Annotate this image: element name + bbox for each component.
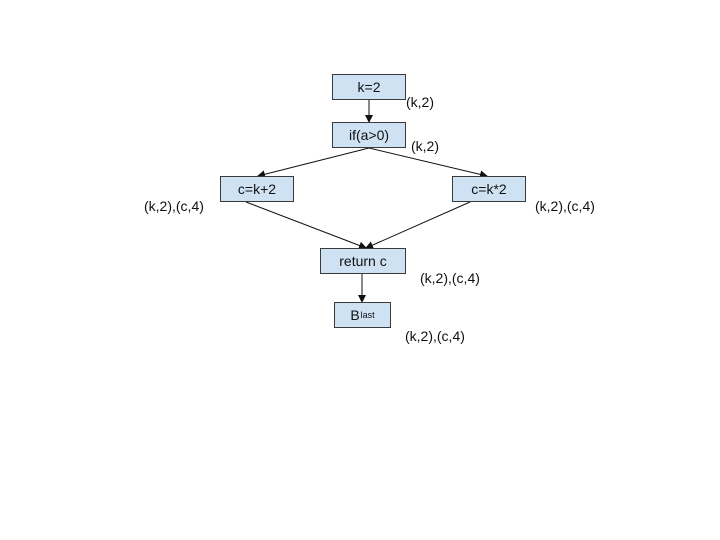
b-last-base: B bbox=[350, 307, 360, 323]
annotation-after-c-times: (k,2),(c,4) bbox=[535, 198, 595, 214]
node-k-assign: k=2 bbox=[332, 74, 406, 100]
node-return-c: return c bbox=[320, 248, 406, 274]
edge-c-plus-to-return bbox=[245, 201, 367, 250]
node-if-condition: if(a>0) bbox=[332, 122, 406, 148]
edge-c-times-to-return bbox=[365, 201, 471, 249]
annotation-after-return-c: (k,2),(c,4) bbox=[420, 270, 480, 286]
annotation-after-b-last: (k,2),(c,4) bbox=[405, 328, 465, 344]
annotation-after-if-condition: (k,2) bbox=[411, 138, 439, 154]
node-c-plus: c=k+2 bbox=[220, 176, 294, 202]
annotation-after-k-assign: (k,2) bbox=[406, 94, 434, 110]
edge-if-to-c-plus bbox=[257, 147, 370, 179]
b-last-subscript: last bbox=[360, 309, 375, 320]
node-c-times: c=k*2 bbox=[452, 176, 526, 202]
edge-if-to-c-times bbox=[368, 147, 488, 179]
annotation-after-c-plus: (k,2),(c,4) bbox=[144, 198, 204, 214]
